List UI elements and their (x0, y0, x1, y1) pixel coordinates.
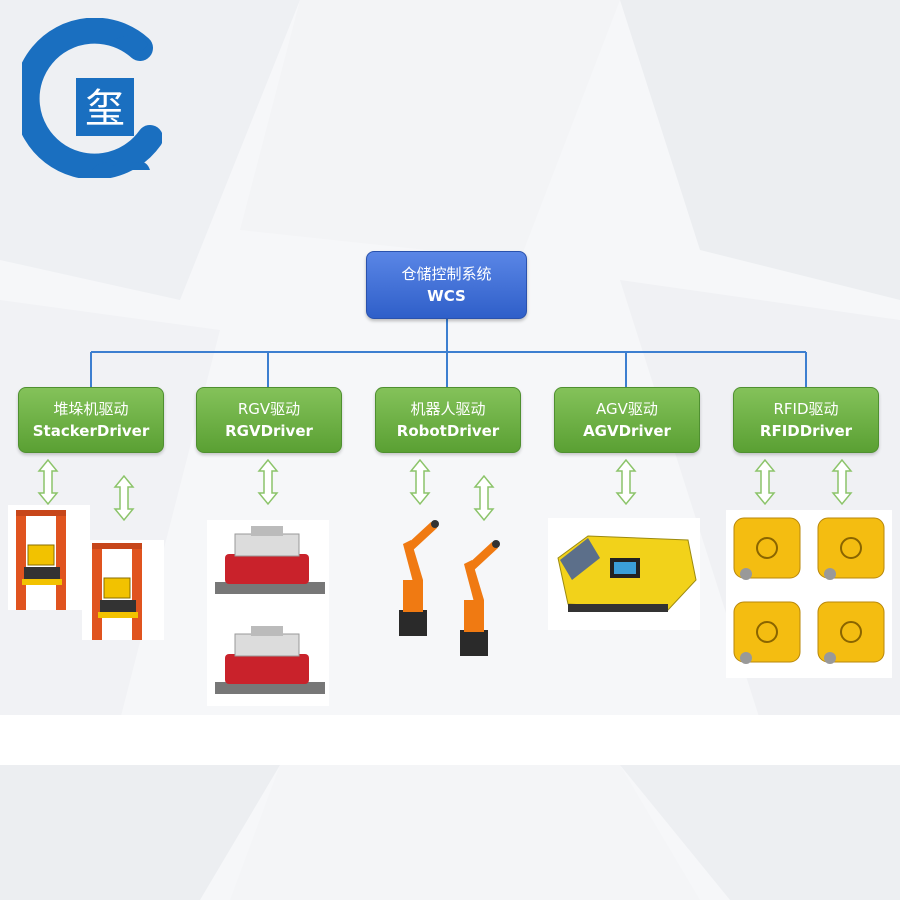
rgv-image (207, 520, 329, 706)
stacker-crane-image (8, 505, 90, 610)
node-title-cn: RGV驱动 (237, 400, 301, 418)
node-title-cn: RFID驱动 (773, 400, 839, 418)
rfid-sensor-image (726, 510, 892, 678)
node-title-en: AGVDriver (583, 422, 671, 440)
robot-arm-image (399, 520, 439, 636)
node-title-cn: 机器人驱动 (410, 400, 486, 418)
driver-node-rgv: RGV驱动 RGVDriver (196, 387, 342, 453)
logo-glyph: 玺 (85, 86, 125, 132)
node-title-en: RobotDriver (396, 422, 500, 440)
driver-node-agv: AGV驱动 AGVDriver (554, 387, 700, 453)
node-title-en: WCS (427, 287, 466, 305)
node-title-cn: 堆垛机驱动 (53, 400, 129, 418)
agv-image (548, 518, 700, 630)
robot-arm-image (460, 540, 500, 656)
driver-node-robot: 机器人驱动 RobotDriver (375, 387, 521, 453)
node-title-cn: AGV驱动 (596, 400, 658, 418)
stacker-crane-image (82, 540, 164, 640)
driver-node-rfid: RFID驱动 RFIDDriver (733, 387, 879, 453)
company-logo: 玺 (13, 17, 163, 180)
node-title-cn: 仓储控制系统 (401, 265, 492, 283)
wcs-root-node: 仓储控制系统 WCS (366, 251, 527, 319)
node-title-en: RGVDriver (225, 422, 313, 440)
node-title-en: RFIDDriver (759, 422, 853, 440)
driver-node-stacker: 堆垛机驱动 StackerDriver (18, 387, 164, 453)
node-title-en: StackerDriver (32, 422, 150, 440)
